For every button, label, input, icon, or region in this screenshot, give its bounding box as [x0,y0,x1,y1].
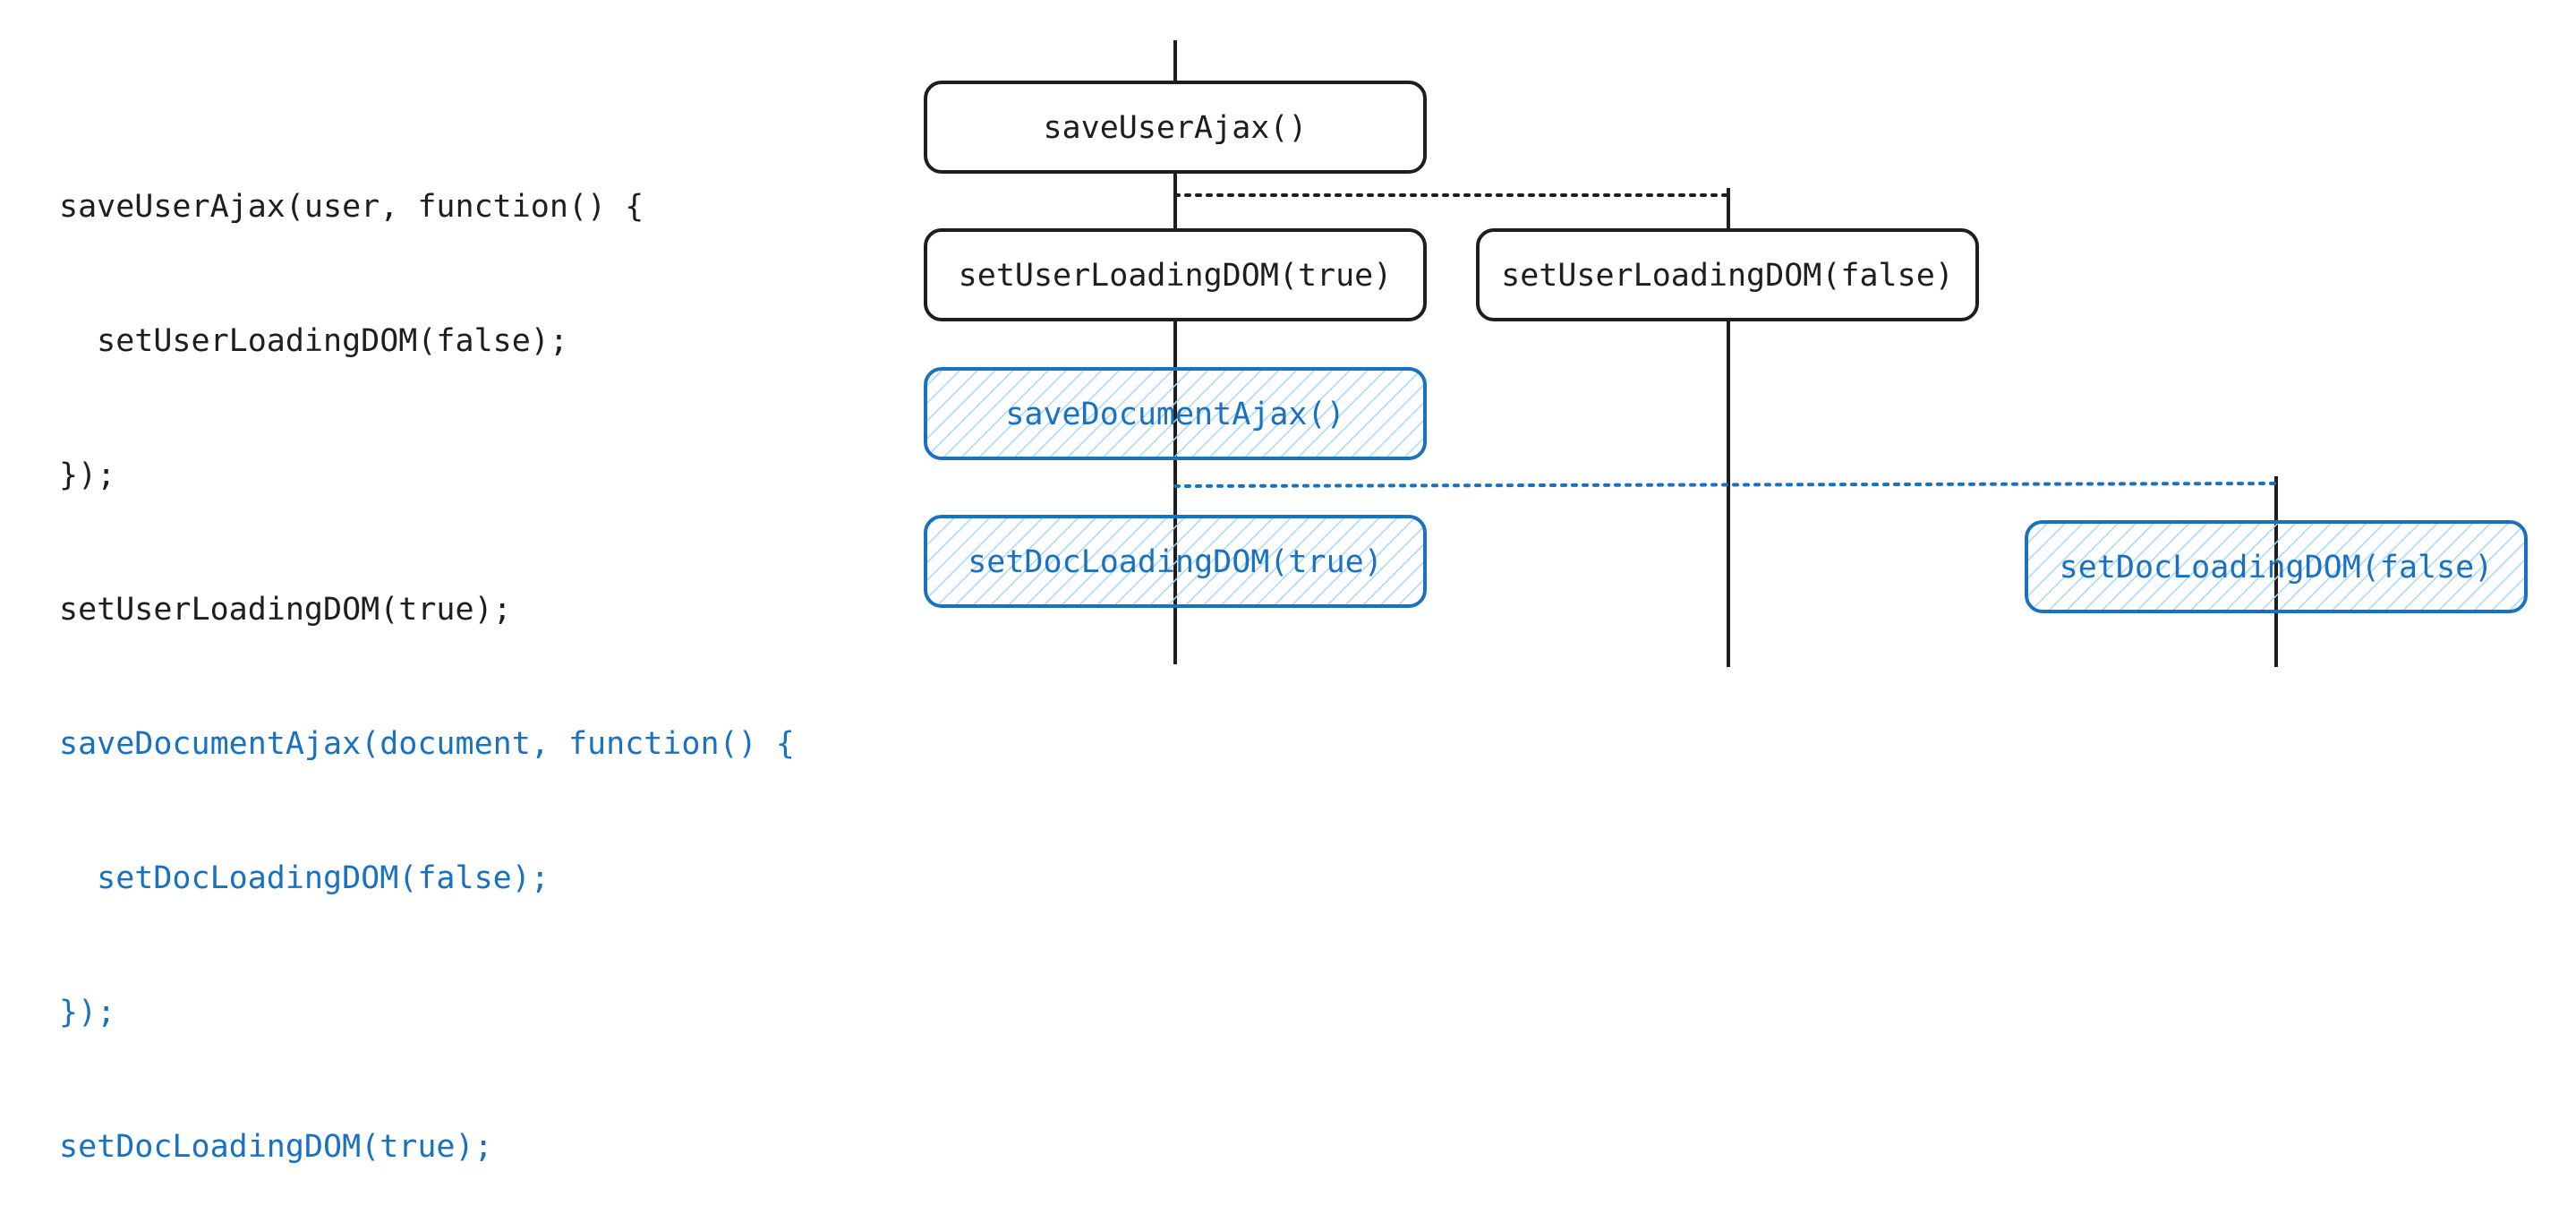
node-save-user-ajax: saveUserAjax() [924,81,1427,174]
node-label: setDocLoadingDOM(false) [2060,550,2494,586]
node-set-user-loading-true: setUserLoadingDOM(true) [924,228,1427,321]
node-set-user-loading-false: setUserLoadingDOM(false) [1476,228,1979,321]
code-line: setUserLoadingDOM(true); [59,592,512,628]
node-label: setUserLoadingDOM(true) [959,258,1393,294]
code-line: setUserLoadingDOM(false); [59,323,568,359]
node-label: saveUserAjax() [1043,110,1307,146]
code-line: saveUserAjax(user, function() { [59,189,644,225]
code-line: saveDocumentAjax(document, function() { [59,726,795,762]
code-line: }); [59,457,116,493]
async-connector-doc [1173,482,2278,488]
node-set-doc-loading-true: setDocLoadingDOM(true) [924,515,1427,608]
node-label: setDocLoadingDOM(true) [968,544,1383,580]
code-line: }); [59,995,116,1030]
node-label: setUserLoadingDOM(false) [1501,258,1954,294]
code-line: setDocLoadingDOM(true); [59,1129,493,1165]
code-line: setDocLoadingDOM(false); [59,860,550,896]
node-label: saveDocumentAjax() [1005,397,1344,432]
node-set-doc-loading-false: setDocLoadingDOM(false) [2025,520,2528,613]
node-save-document-ajax: saveDocumentAjax() [924,367,1427,460]
timeline-diagram: saveUserAjax() setUserLoadingDOM(true) s… [924,40,2528,667]
